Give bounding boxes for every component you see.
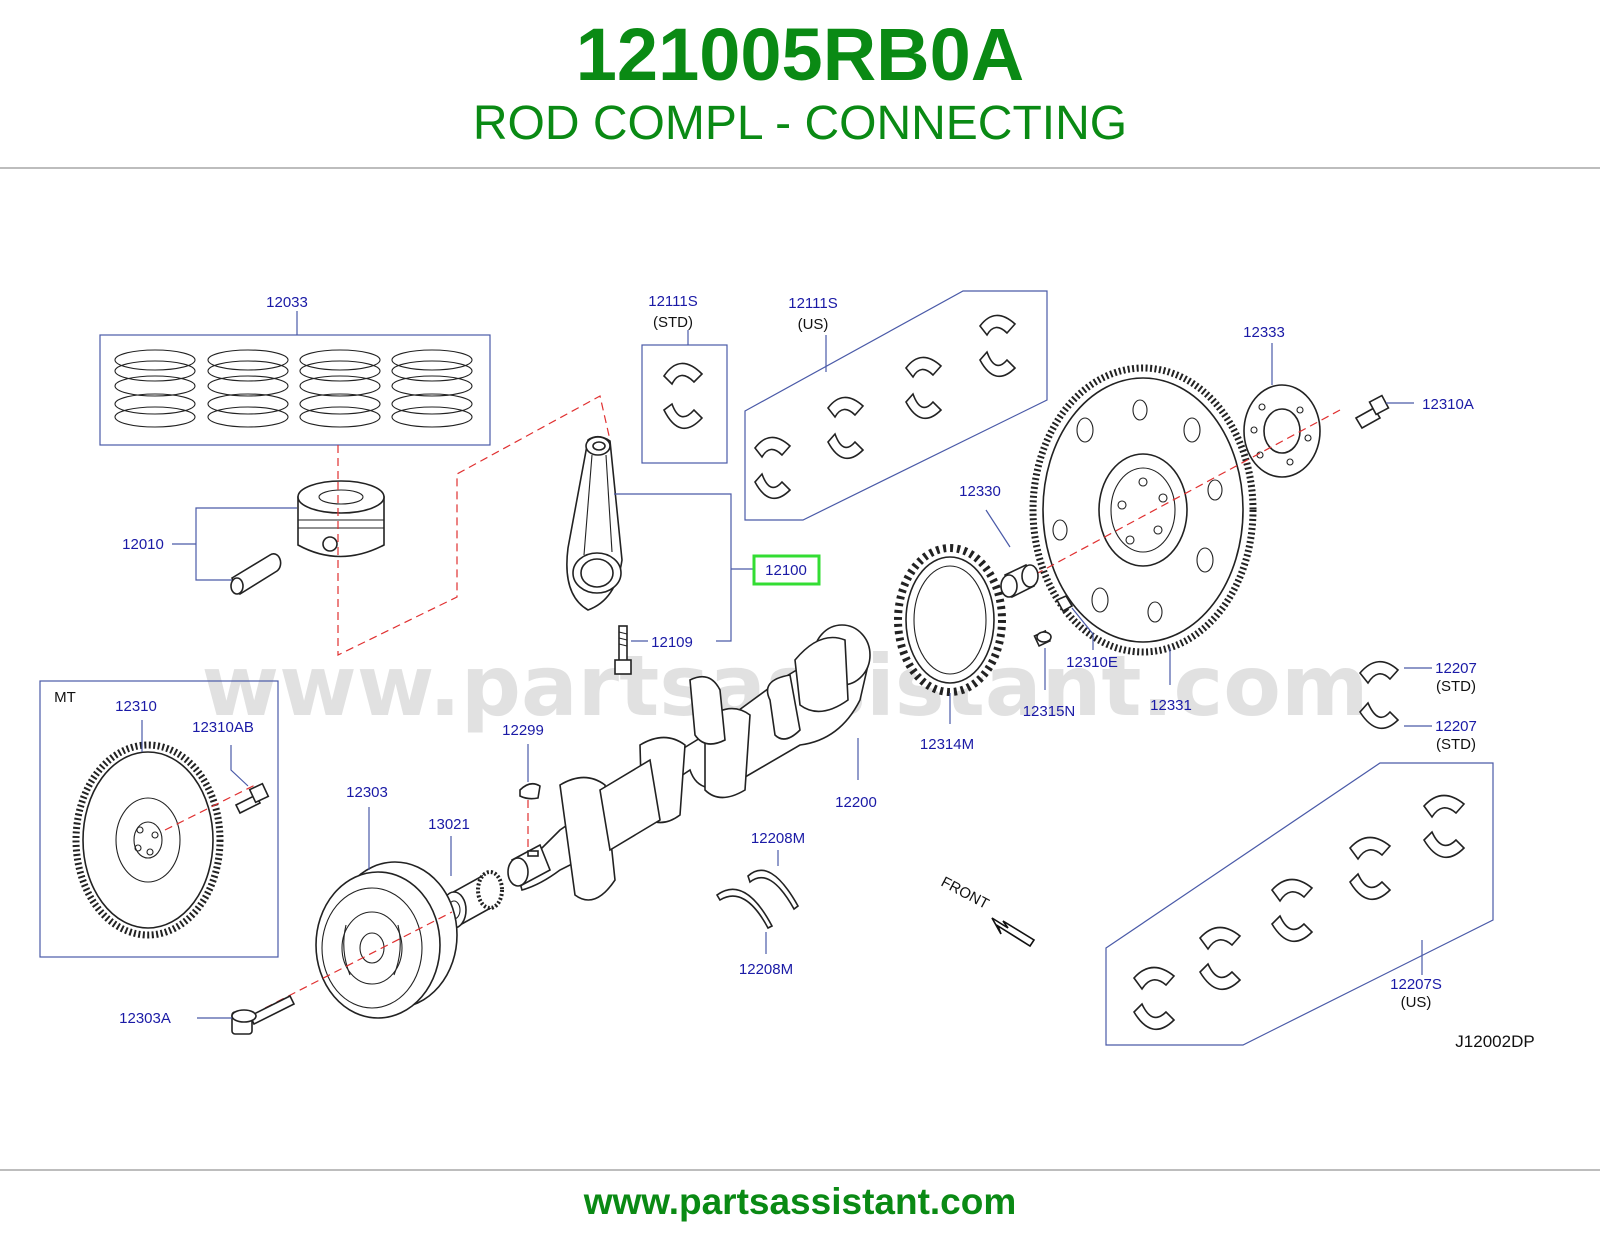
callout-12100[interactable]: 12100 [765,562,807,579]
callout-12111S-std[interactable]: 12111S [648,293,698,310]
callout-12310[interactable]: 12310 [115,698,157,715]
signal-plate[interactable] [894,544,1006,696]
callout-12314M[interactable]: 12314M [920,736,974,753]
highlight-box-12100[interactable] [752,554,821,586]
callout-12207-a[interactable]: 12207 [1435,660,1477,677]
callout-12330[interactable]: 12330 [959,483,1001,500]
alignment-line-piston-rod [337,395,611,656]
callout-12333[interactable]: 12333 [1243,324,1285,341]
callout-12207-b[interactable]: 12207 [1435,718,1477,735]
callout-12208M-bottom[interactable]: 12208M [739,961,793,978]
mt-flywheel-group[interactable] [39,680,279,958]
us-note-main: (US) [1401,994,1432,1011]
callout-13021[interactable]: 13021 [428,816,470,833]
thrust-washers[interactable] [715,869,800,930]
mt-label: MT [54,689,76,706]
piston-rings-group[interactable] [99,311,491,446]
callout-12310E[interactable]: 12310E [1066,654,1118,671]
footer-divider [0,1169,1600,1171]
callout-12109[interactable]: 12109 [651,634,693,651]
drive-plate-flywheel[interactable] [1029,364,1257,656]
callout-12111S-us[interactable]: 12111S [788,295,838,312]
callout-12303[interactable]: 12303 [346,784,388,801]
callout-12208M-top[interactable]: 12208M [751,830,805,847]
callout-12200[interactable]: 12200 [835,794,877,811]
front-arrow-icon [991,917,1036,948]
callout-12010[interactable]: 12010 [122,536,164,553]
drive-plate-bolt[interactable] [1354,394,1390,430]
header-divider [0,167,1600,169]
callout-12033[interactable]: 12033 [266,294,308,311]
dowel-pin[interactable] [1055,594,1074,613]
drive-plate-reinforcement[interactable] [1243,384,1321,478]
alignment-line-flywheel [959,409,1341,616]
callout-12207S[interactable]: 12207S [1390,976,1442,993]
rod-bearing-us-group[interactable] [744,290,1048,521]
callout-12303A[interactable]: 12303A [119,1010,171,1027]
main-bearing-std-group[interactable] [1358,660,1400,730]
part-name-subtitle: ROD COMPL - CONNECTING [472,97,1128,150]
std-note-main-b: (STD) [1436,736,1476,753]
rod-bearing-std-group[interactable] [641,330,728,464]
diagram-code: J12002DP [1455,1032,1534,1051]
rod-bolt[interactable] [614,625,632,675]
pilot-bushing[interactable] [1000,563,1039,599]
crank-pulley[interactable] [315,861,458,1019]
part-number-title: 121005RB0A [575,13,1025,96]
pulley-bolt[interactable] [231,994,296,1035]
footer-website-link[interactable]: www.partsassistant.com [583,1181,1017,1222]
std-note-main-a: (STD) [1436,678,1476,695]
std-note-rod: (STD) [653,314,693,331]
connecting-rod[interactable] [566,435,623,611]
piston-group[interactable] [172,480,385,596]
woodruff-key[interactable] [519,782,541,800]
signal-plate-bolt[interactable] [1033,629,1052,648]
main-bearing-us-group[interactable] [1105,762,1494,1046]
callout-12299[interactable]: 12299 [502,722,544,739]
front-label: FRONT [938,874,992,913]
callout-12315N[interactable]: 12315N [1023,703,1076,720]
callout-12310AB[interactable]: 12310AB [192,719,254,736]
callout-12331[interactable]: 12331 [1150,697,1192,714]
crankshaft[interactable] [507,624,871,901]
us-note-rod: (US) [798,316,829,333]
callout-12310A[interactable]: 12310A [1422,396,1474,413]
